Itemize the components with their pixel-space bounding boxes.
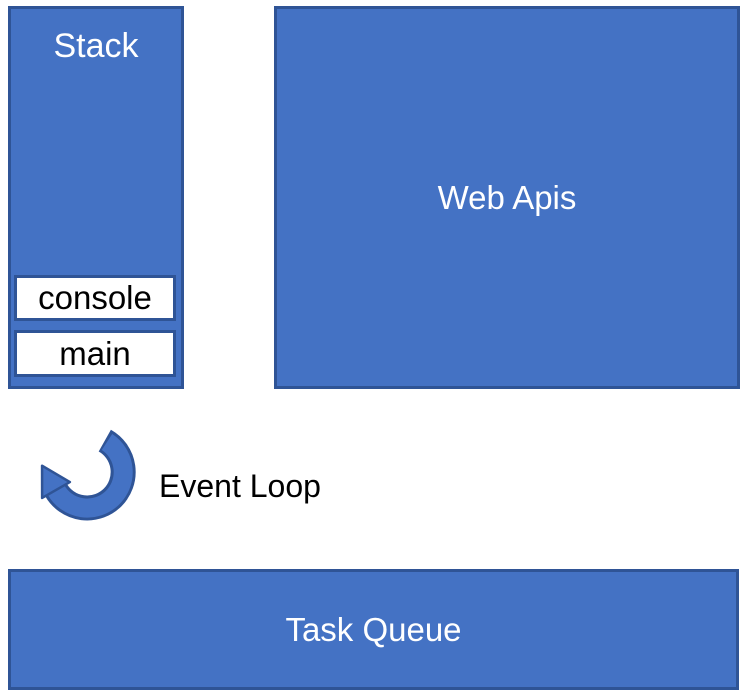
stack-frame-console: console — [14, 275, 176, 321]
event-loop-label: Event Loop — [159, 468, 321, 504]
web-apis-box: Web Apis — [274, 6, 740, 389]
stack-frame-main: main — [14, 330, 176, 377]
stack-box: Stack — [8, 6, 184, 389]
task-queue-box-label: Task Queue — [285, 610, 462, 648]
stack-frame-label: console — [38, 279, 152, 316]
task-queue-box: Task Queue — [8, 569, 739, 690]
event-loop-curved-arrow-icon — [40, 429, 136, 521]
web-apis-box-label: Web Apis — [437, 178, 577, 216]
stack-frame-label: main — [59, 334, 131, 372]
stack-box-label: Stack — [53, 27, 139, 65]
